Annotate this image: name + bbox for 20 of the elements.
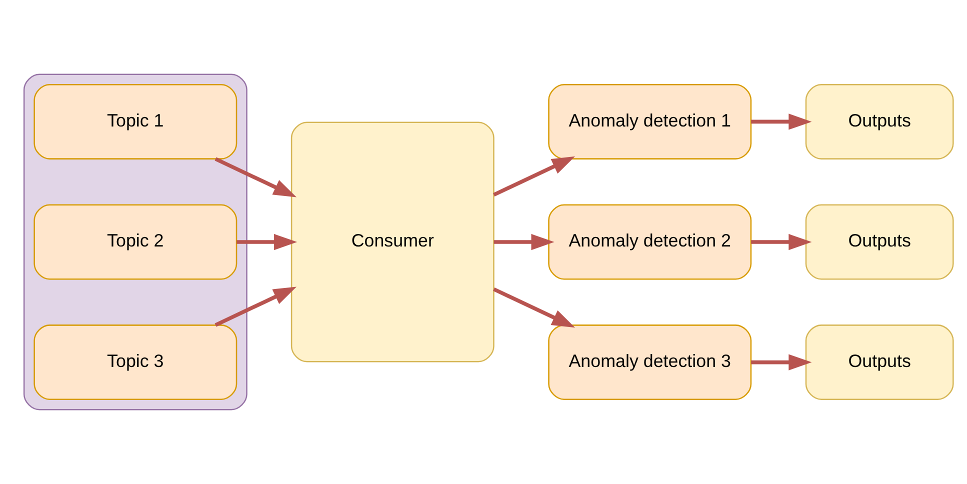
arrow [751, 354, 812, 370]
node-box: Outputs [805, 324, 954, 400]
node-box: Topic 2 [34, 204, 238, 280]
node-box: Anomaly detection 1 [548, 84, 752, 160]
cluster [23, 74, 248, 410]
arrow [214, 157, 297, 198]
arrow [494, 234, 554, 250]
node-box: Topic 1 [34, 84, 238, 160]
node-box: Anomaly detection 3 [548, 324, 752, 400]
arrow [751, 114, 812, 130]
node-box: Topic 3 [34, 324, 238, 400]
node-box: Consumer [290, 122, 494, 362]
node-box: Outputs [805, 204, 954, 280]
arrow [493, 287, 576, 328]
arrow [236, 234, 298, 250]
node-box: Outputs [805, 84, 954, 160]
arrow [493, 156, 576, 197]
arrow [214, 286, 297, 327]
arrow [751, 234, 812, 250]
node-box: Anomaly detection 2 [548, 204, 752, 280]
